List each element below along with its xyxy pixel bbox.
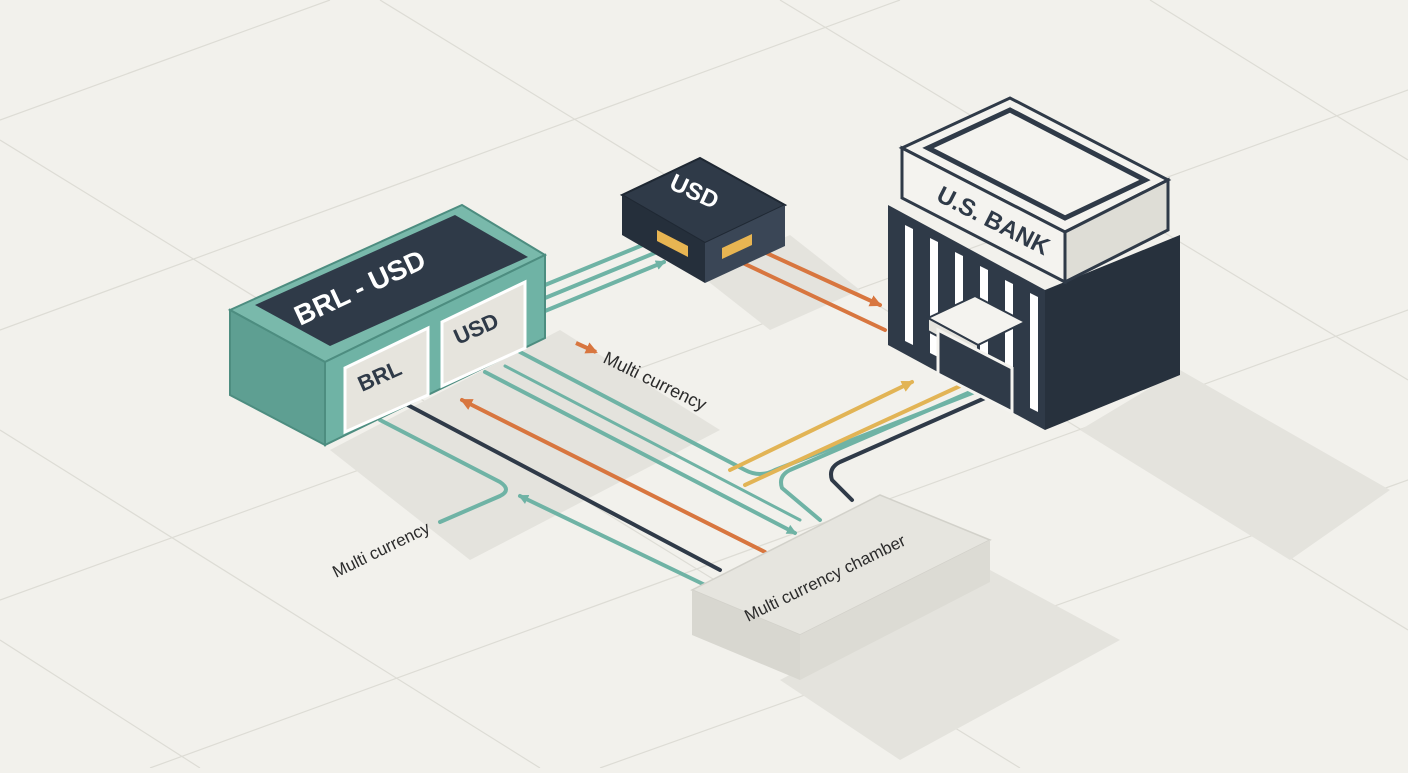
left-annotation: Multi currency	[329, 518, 433, 582]
connector-exchange-to-chamber-teal-2	[503, 364, 802, 522]
connector-left-loop	[378, 418, 508, 524]
bank-sign-side	[1063, 177, 1170, 285]
exchange-slot-brl	[343, 325, 430, 435]
usd-box-port-right	[722, 234, 752, 259]
chamber-front	[692, 590, 800, 680]
bank-building: U.S. BANK	[888, 96, 1180, 430]
bank-body-side	[1045, 235, 1180, 430]
connector-exchange-to-usd-3	[543, 260, 666, 313]
bank-entrance-door	[936, 327, 1014, 415]
connector-bank-to-chamber-navy	[829, 396, 987, 502]
connector-chamber-return	[518, 494, 707, 587]
connector-bank-to-chamber-teal	[779, 388, 977, 522]
connector-chamber-to-brl-navy	[383, 391, 722, 572]
chamber-side	[800, 540, 990, 680]
exchange-title-plate	[255, 215, 528, 346]
usd-box-port-left	[657, 230, 688, 257]
connector-exchange-to-bank-gold-2	[743, 384, 962, 487]
usd-box: USD	[619, 156, 788, 283]
connector-exchange-to-usd-2	[543, 248, 664, 300]
connector-exchange-to-bank-gold-1	[728, 380, 914, 472]
bank-roof-inner	[922, 107, 1151, 221]
connectors	[378, 236, 987, 587]
legend-arrow	[575, 341, 598, 354]
connector-exchange-to-chamber-teal-1	[483, 370, 797, 535]
exchange-slot-usd	[440, 279, 527, 389]
connector-usd-to-bank-2	[726, 254, 887, 332]
connector-chamber-to-usd-orange	[460, 398, 767, 554]
